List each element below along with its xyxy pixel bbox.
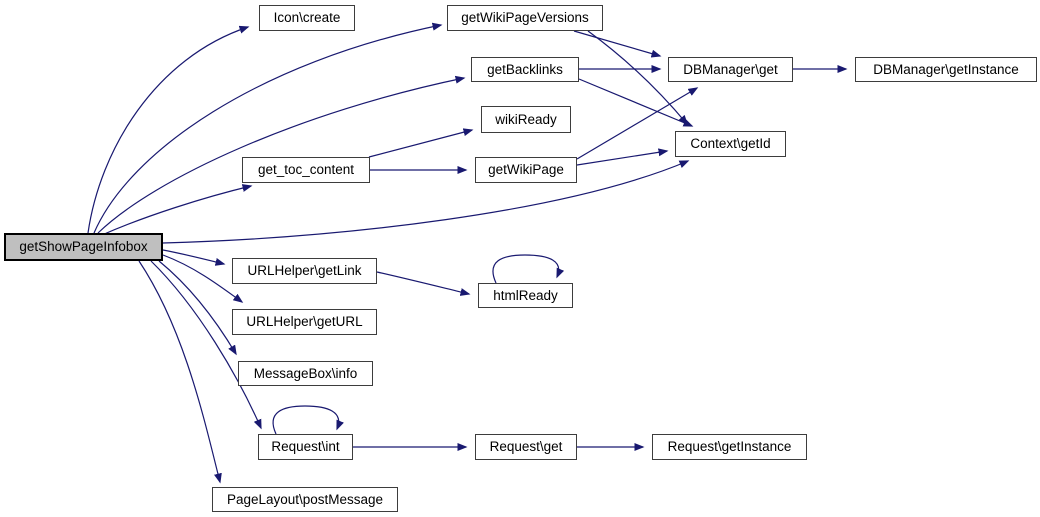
edge-root-to-pagelayout-postmessage: [138, 260, 222, 484]
node-urlhelper-geturl[interactable]: URLHelper\getURL: [232, 309, 377, 335]
edge-root-to-request-int: [150, 260, 262, 430]
edge-root-to-messagebox-info: [158, 260, 237, 356]
node-request-getinstance[interactable]: Request\getInstance: [652, 434, 807, 460]
node-request-get[interactable]: Request\get: [475, 434, 577, 460]
node-context-getid[interactable]: Context\getId: [675, 131, 786, 157]
edge-root-to-context-getid: [162, 160, 690, 244]
edge-getwikipage-to-dbmanager-get: [576, 87, 699, 160]
edge-request-int-self-loop: [272, 405, 344, 435]
edge-getwikipage-to-context-getid: [576, 148, 669, 166]
edge-root-to-getwikipageversions: [93, 22, 443, 234]
node-dbmanager-get[interactable]: DBManager\get: [668, 57, 793, 82]
node-icon-create[interactable]: Icon\create: [259, 5, 355, 31]
node-getbacklinks[interactable]: getBacklinks: [471, 57, 579, 82]
edge-root-to-getbacklinks: [97, 75, 466, 234]
edge-getwikipageversions-to-dbmanager-get: [573, 30, 662, 58]
edge-getbacklinks-to-context-getid: [578, 78, 694, 127]
edge-root-to-get-toc-content: [101, 184, 253, 236]
node-pagelayout-postmessage[interactable]: PageLayout\postMessage: [212, 487, 398, 512]
node-get-toc-content[interactable]: get_toc_content: [242, 157, 370, 183]
node-htmlready[interactable]: htmlReady: [478, 283, 573, 308]
edge-root-to-urlhelper-getlink: [162, 249, 226, 266]
edge-getwikipageversions-to-context-getid: [587, 30, 688, 126]
edge-urlhelper-getlink-to-htmlready: [376, 271, 471, 296]
edge-root-to-urlhelper-geturl: [162, 254, 244, 303]
edge-htmlready-self-loop: [492, 254, 565, 284]
node-messagebox-info[interactable]: MessageBox\info: [238, 361, 373, 386]
edge-get-toc-content-to-wikiready: [368, 128, 474, 158]
node-getshowpageinfobox: getShowPageInfobox: [4, 233, 163, 261]
node-dbmanager-getinstance[interactable]: DBManager\getInstance: [855, 57, 1037, 82]
node-request-int[interactable]: Request\int: [258, 434, 353, 460]
edge-root-to-icon-create: [87, 25, 250, 234]
node-getwikipage[interactable]: getWikiPage: [475, 157, 577, 183]
node-urlhelper-getlink[interactable]: URLHelper\getLink: [232, 258, 377, 284]
node-wikiready[interactable]: wikiReady: [481, 106, 571, 133]
node-getwikipageversions[interactable]: getWikiPageVersions: [447, 5, 603, 31]
